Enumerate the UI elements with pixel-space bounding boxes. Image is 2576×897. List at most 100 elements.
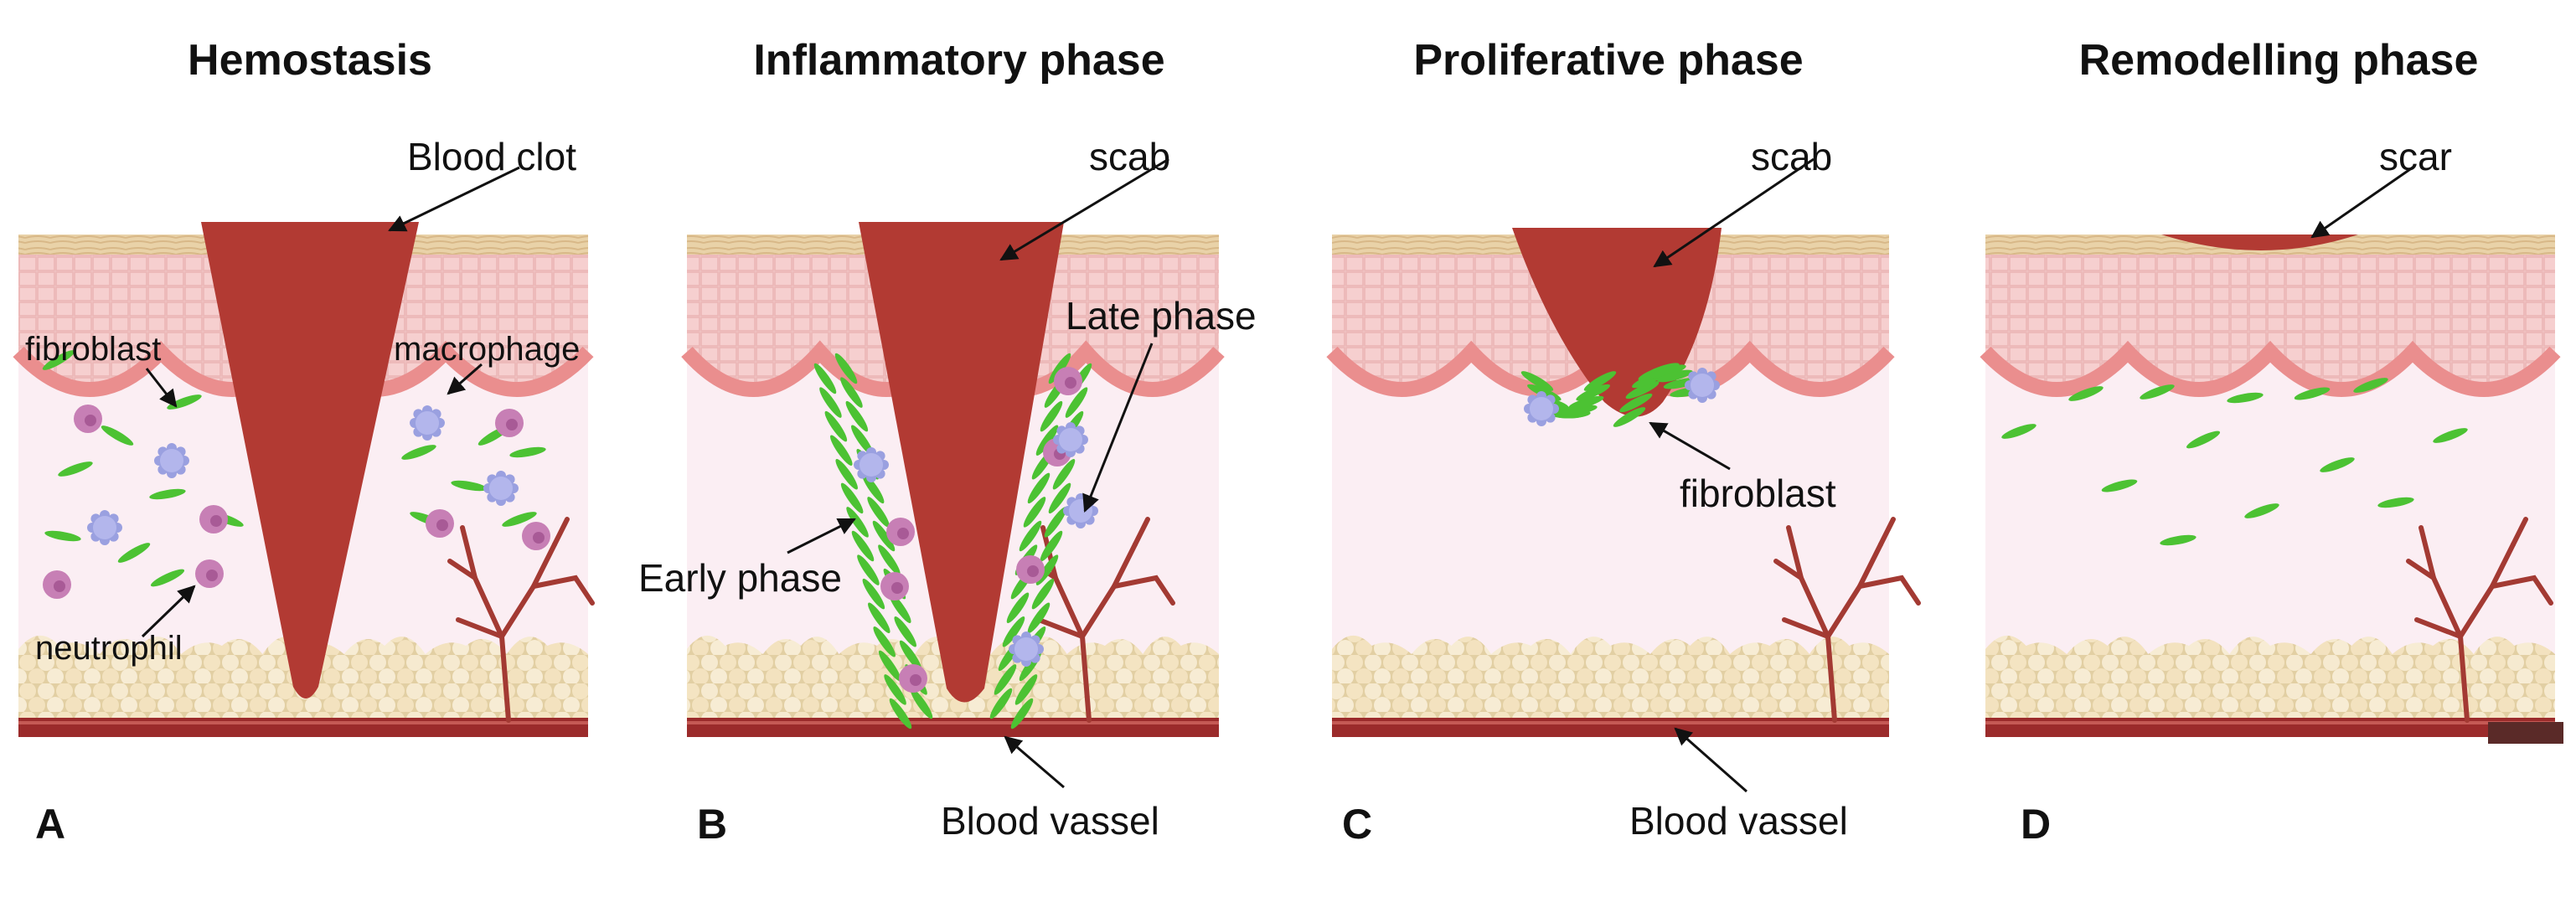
fibroblast-cell [401, 445, 436, 460]
fibroblast-cell [840, 482, 864, 514]
fibroblast-cell [1048, 353, 1071, 384]
fibroblast-cell [509, 446, 546, 458]
panel-c-title: Proliferative phase [1413, 36, 1804, 85]
fibroblast-label-a: fibroblast [25, 331, 162, 368]
neutrophil-nucleus [891, 582, 903, 594]
blood-clot-shape [201, 222, 419, 699]
macrophage-cell [154, 443, 189, 478]
fibroblast-cell [58, 461, 93, 477]
fibroblast-cell [1576, 384, 1610, 401]
fibroblast-cell [1027, 602, 1051, 633]
basement-membrane [1980, 340, 2561, 397]
macrophage-body [93, 516, 116, 539]
fibroblast-cell [2294, 387, 2331, 400]
fibroblast-cell [1044, 507, 1067, 538]
branching-vessel [447, 559, 511, 723]
fibroblast-cell [1657, 369, 1693, 383]
fibroblast-cell [1520, 371, 1554, 391]
branching-vessel [552, 517, 570, 547]
fibroblast-cell [868, 602, 891, 633]
fibroblast-cell [1052, 459, 1076, 490]
fibroblast-cell [1040, 530, 1063, 562]
scar-shape [2161, 235, 2358, 250]
branching-vessel [1878, 517, 1896, 547]
fibroblast-cell [150, 569, 185, 587]
fibroblast-cell [830, 435, 853, 466]
fibroblast-cell [2101, 479, 2138, 492]
fibroblast-cell [845, 400, 869, 432]
macrophage-body [1059, 428, 1082, 451]
pointer-arrow [1082, 343, 1154, 513]
macrophage-body [160, 449, 183, 472]
fibroblast-cell [884, 674, 906, 705]
fibroblast-cell [894, 616, 916, 647]
fibroblast-cell [42, 350, 75, 370]
scab-label-b: scab [1089, 135, 1171, 178]
fibroblast-cell [2186, 430, 2221, 449]
blood-clot-label: Blood clot [407, 135, 577, 178]
fibroblast-cell [2320, 457, 2355, 472]
neutrophil-nucleus [910, 674, 921, 686]
epidermis-layer [1985, 255, 2555, 389]
fibroblast-cell [910, 688, 933, 719]
pointer-arrow [787, 518, 856, 554]
blood-vessel-band [687, 718, 1219, 737]
fibroblast-cell [857, 554, 880, 585]
macrophage-body [1691, 374, 1714, 397]
fibroblast-cell [1065, 387, 1088, 418]
pointer-arrow [999, 157, 1169, 261]
fibroblast-cell [451, 480, 488, 492]
branching-vessel [1133, 517, 1150, 547]
macrophage-body [860, 453, 883, 477]
blood-vessel-highlight [1332, 721, 1889, 724]
fibroblast-cell [149, 488, 186, 500]
blood-vessel-band [1985, 718, 2555, 737]
macrophage-cell [1685, 368, 1720, 403]
pointer-arrow [2310, 166, 2413, 239]
blood-vessel-label-b: Blood vassel [941, 799, 1159, 843]
fibroblast-cell [2001, 424, 2037, 439]
fibroblast-cell [889, 698, 912, 729]
panel-b-title: Inflammatory phase [753, 36, 1165, 85]
skin-block [1980, 235, 2561, 737]
late-phase-label: Late phase [1066, 294, 1257, 338]
neutrophil-label: neutrophil [35, 630, 183, 667]
scale-bar-block [2488, 722, 2563, 744]
blood-vessel-highlight [1985, 721, 2555, 724]
pointer-arrow [447, 363, 483, 395]
neutrophil-nucleus [1027, 565, 1039, 577]
neutrophil-nucleus [206, 570, 218, 581]
neutrophil-nucleus [506, 419, 518, 430]
neutrophil-nucleus [1065, 377, 1076, 389]
panel-a-title: Hemostasis [188, 36, 432, 85]
scab-shape-b [859, 222, 1064, 703]
fibroblast-cell [1002, 616, 1025, 647]
macrophage-cell [87, 510, 122, 545]
macrophage-label: macrophage [394, 331, 581, 368]
blood-vessel-highlight [687, 721, 1219, 724]
fibroblast-cell [1023, 497, 1046, 528]
fibroblast-cell [840, 377, 863, 408]
neutrophil-nucleus [85, 415, 96, 426]
fibroblast-cell [1027, 472, 1051, 504]
branching-vessel [2490, 575, 2553, 606]
macrophage-body [416, 411, 439, 435]
fibroblast-cell [2353, 378, 2388, 393]
fibroblast-cell [1010, 698, 1034, 729]
fibroblast-cell [819, 387, 842, 418]
fibroblast-cell [872, 520, 896, 552]
fibroblast-cell [1014, 674, 1038, 705]
fibroblast-cell [1625, 381, 1660, 400]
panel-d-letter: D [2021, 801, 2052, 848]
blood-vessel-label-c: Blood vassel [1629, 799, 1848, 843]
fibroblast-cell [835, 459, 858, 490]
fibroblast-cell [1650, 364, 1686, 379]
macrophage-cell [854, 447, 889, 482]
fibroblast-cell [117, 543, 151, 563]
macrophage-cell [1009, 632, 1044, 667]
branching-vessel [2511, 517, 2528, 547]
macrophage-cell [1524, 391, 1559, 426]
fibroblast-cell [851, 530, 875, 562]
neutrophil-nucleus [897, 528, 909, 539]
